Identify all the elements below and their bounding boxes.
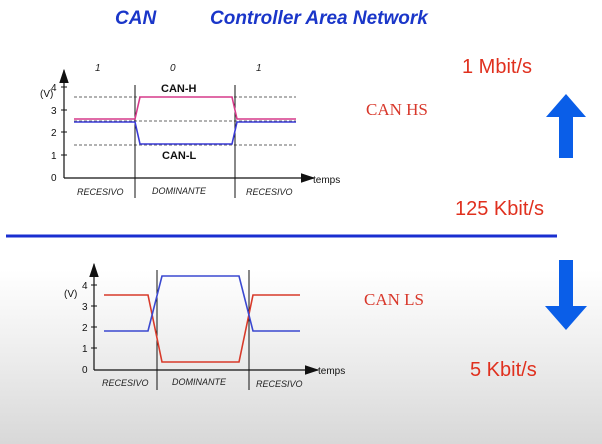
hs-can-h-label: CAN-H — [161, 83, 196, 95]
ls-y-tick-4: 4 — [82, 281, 88, 292]
ls-y-tick-3: 3 — [82, 302, 88, 313]
hs-can-h-line — [74, 96, 296, 120]
ls-segment-1: RECESIVO — [102, 378, 149, 388]
ls-blue-line — [104, 275, 300, 332]
hs-diagram: 1 0 1 (V) 4 3 2 1 0 temps — [40, 63, 340, 198]
arrow-up-icon — [546, 94, 586, 158]
arrow-down-icon — [545, 260, 587, 330]
hs-segment-3: RECESIVO — [246, 187, 293, 197]
hs-can-l-label: CAN-L — [162, 150, 196, 162]
ls-segment-2: DOMINANTE — [172, 377, 227, 387]
title-full: Controller Area Network — [210, 8, 428, 29]
hs-segment-2: DOMINANTE — [152, 186, 207, 196]
ls-y-unit: (V) — [64, 289, 77, 300]
ls-y-tick-1: 1 — [82, 344, 88, 355]
ls-red-line — [104, 294, 300, 363]
hs-bit-3: 1 — [256, 63, 262, 74]
ls-rate: 5 Kbit/s — [470, 359, 537, 381]
hs-y-tick-0: 0 — [51, 173, 57, 184]
ls-y-tick-2: 2 — [82, 323, 88, 334]
ls-y-tick-0: 0 — [82, 365, 88, 376]
hs-y-tick-2: 2 — [51, 128, 57, 139]
hs-y-tick-1: 1 — [51, 151, 57, 162]
ls-diagram: (V) 4 3 2 1 0 temps RECESIVO DOMINANTE R… — [64, 262, 345, 390]
hs-bit-1: 1 — [95, 63, 101, 74]
hs-rate-bottom: 125 Kbit/s — [455, 198, 544, 220]
title-can: CAN — [115, 8, 157, 29]
ls-x-label: temps — [318, 366, 345, 377]
hs-x-label: temps — [313, 175, 340, 186]
ls-segment-3: RECESIVO — [256, 379, 303, 389]
hs-rate-top: 1 Mbit/s — [462, 56, 533, 78]
hs-mode-label: CAN HS — [366, 100, 428, 119]
hs-segment-1: RECESIVO — [77, 187, 124, 197]
hs-can-l-line — [74, 121, 296, 145]
hs-y-tick-4: 4 — [51, 83, 57, 94]
hs-y-unit: (V) — [40, 89, 53, 100]
hs-bit-2: 0 — [170, 63, 176, 74]
ls-mode-label: CAN LS — [364, 290, 424, 309]
hs-y-tick-3: 3 — [51, 106, 57, 117]
